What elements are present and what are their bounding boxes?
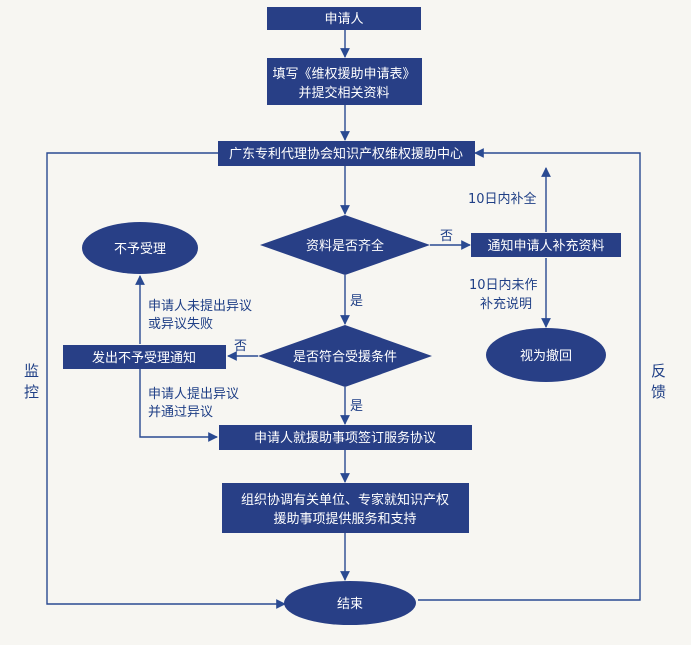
node-materials-complete: 资料是否齐全 (260, 215, 430, 275)
node-meets-conditions-label: 是否符合受援条件 (293, 349, 397, 365)
side-label-feedback-1: 反 (651, 362, 666, 380)
edge-label-no-materials: 否 (440, 229, 453, 244)
node-treated-as-withdrawn: 视为撤回 (486, 328, 606, 382)
node-sign-agreement: 申请人就援助事项签订服务协议 (219, 425, 472, 450)
node-end: 结束 (284, 581, 416, 625)
node-organize: 组织协调有关单位、专家就知识产权 援助事项提供服务和支持 (222, 483, 469, 533)
node-applicant-label: 申请人 (324, 12, 363, 27)
node-notify-supplement-label: 通知申请人补充资料 (487, 238, 604, 254)
node-sign-agreement-label: 申请人就援助事项签订服务协议 (254, 430, 436, 446)
edge-label-no-objection-line1: 申请人未提出异议 (148, 298, 252, 314)
edge-label-objection-line1: 申请人提出异议 (148, 386, 239, 402)
node-fill-form-line2: 并提交相关资料 (298, 85, 389, 101)
edge-label-no-conditions: 否 (234, 339, 247, 354)
edge-label-supplement-10-days: 10日内补全 (468, 191, 537, 207)
edge-label-not-explained-line1: 10日内未作 (469, 277, 538, 293)
monitor-loop-line (46, 152, 286, 609)
node-meets-conditions: 是否符合受援条件 (258, 325, 432, 387)
side-label-monitor-2: 控 (24, 383, 39, 401)
node-issue-rejection-notice-label: 发出不予受理通知 (92, 350, 196, 366)
feedback-loop-line (418, 148, 641, 601)
node-end-label: 结束 (337, 597, 363, 612)
node-issue-rejection-notice: 发出不予受理通知 (63, 345, 226, 369)
node-organize-line2: 援助事项提供服务和支持 (273, 511, 416, 527)
node-not-accepted-label: 不予受理 (114, 242, 166, 257)
node-materials-complete-label: 资料是否齐全 (306, 238, 384, 254)
edge-label-objection-line2: 并通过异议 (148, 405, 213, 420)
node-fill-form: 填写《维权援助申请表》 并提交相关资料 (267, 58, 422, 105)
node-not-accepted: 不予受理 (82, 222, 198, 274)
edge-label-not-explained-line2: 补充说明 (480, 296, 532, 312)
node-applicant: 申请人 (267, 7, 421, 30)
node-center: 广东专利代理协会知识产权维权援助中心 (218, 141, 475, 166)
arrow-rejection-to-agreement (139, 369, 218, 442)
side-label-feedback-2: 馈 (651, 383, 666, 401)
edge-label-yes-conditions: 是 (350, 399, 363, 414)
node-organize-line1: 组织协调有关单位、专家就知识产权 (241, 492, 449, 508)
node-fill-form-line1: 填写《维权援助申请表》 (272, 66, 415, 82)
node-treated-as-withdrawn-label: 视为撤回 (520, 348, 572, 364)
edge-label-yes-materials: 是 (350, 294, 363, 309)
edge-label-no-objection-line2: 或异议失败 (148, 317, 213, 332)
connectors (46, 30, 641, 609)
side-label-monitor-1: 监 (24, 362, 39, 380)
node-notify-supplement: 通知申请人补充资料 (471, 233, 621, 257)
node-center-label: 广东专利代理协会知识产权维权援助中心 (229, 146, 463, 162)
